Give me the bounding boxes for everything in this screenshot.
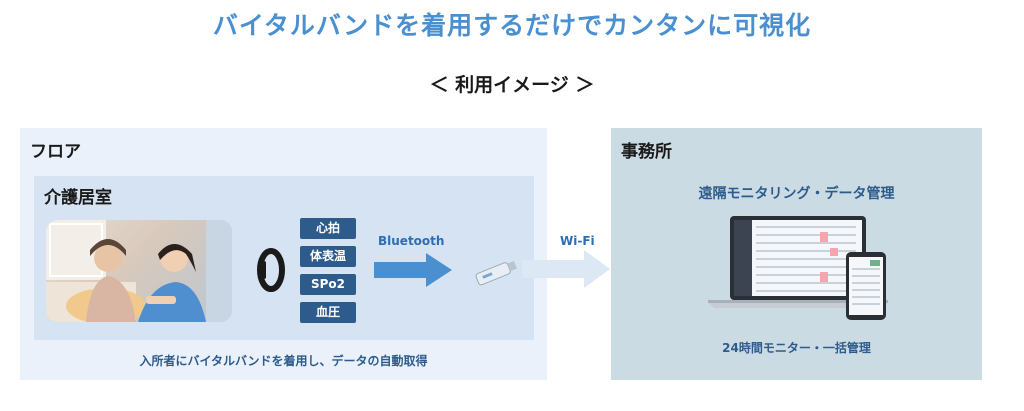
care-photo (46, 220, 232, 322)
bluetooth-label: Bluetooth (378, 234, 445, 248)
floor-title: フロア (30, 142, 81, 162)
remote-monitoring-text: 遠隔モニタリング・データ管理 (698, 186, 895, 202)
vital-band-icon (257, 248, 285, 292)
bluetooth-arrow-icon (374, 253, 452, 287)
care-room-title: 介護居室 (44, 188, 112, 208)
usage-subheading: ＜ 利用イメージ ＞ (429, 74, 595, 96)
vital-tag-blood-pressure: 血圧 (300, 302, 356, 323)
monitoring-24h-text: 24時間モニター・一括管理 (722, 341, 871, 355)
wifi-arrow-icon (522, 250, 610, 288)
vital-tag-heart-rate: 心拍 (300, 218, 356, 239)
floor-caption: 入所者にバイタルバンドを着用し、データの自動取得 (139, 354, 428, 368)
wifi-label: Wi-Fi (560, 234, 595, 248)
vital-tag-body-temp: 体表温 (300, 246, 356, 267)
laptop-phone-illustration (708, 216, 888, 320)
page-headline: バイタルバンドを着用するだけでカンタンに可視化 (212, 11, 812, 40)
office-title: 事務所 (621, 142, 672, 162)
vital-tag-spo2: SPo2 (300, 274, 356, 295)
usb-dongle-icon (475, 261, 517, 286)
